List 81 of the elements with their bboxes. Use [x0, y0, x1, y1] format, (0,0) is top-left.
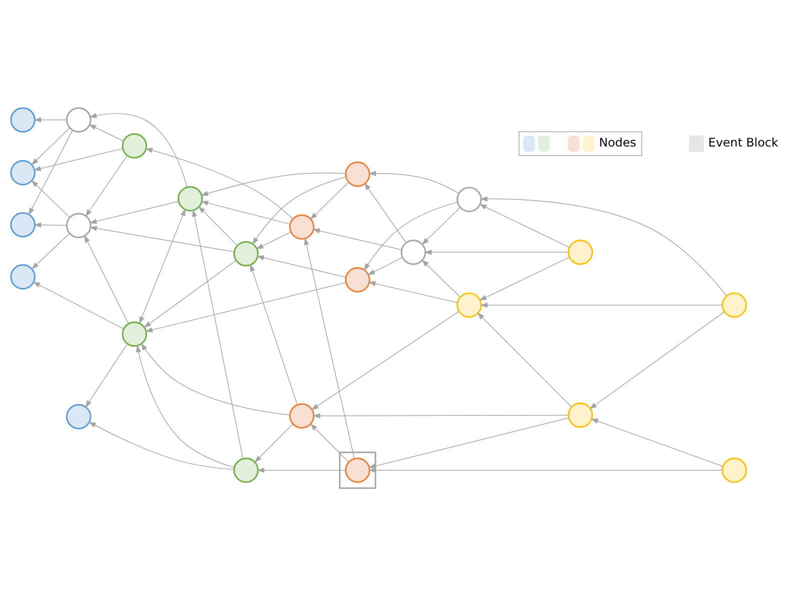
arrow	[368, 256, 403, 275]
arrow	[89, 200, 179, 224]
legend-label: Nodes	[598, 135, 636, 150]
node-circle	[10, 160, 36, 185]
arrow	[364, 201, 458, 270]
node-circle	[178, 186, 203, 211]
node-circle	[10, 264, 36, 289]
arrow	[311, 310, 460, 410]
arrow	[252, 176, 346, 244]
arrow	[368, 170, 459, 194]
arrow	[198, 206, 238, 246]
node-circle	[66, 404, 92, 429]
arrow	[145, 282, 346, 332]
node-circle	[233, 240, 259, 266]
arrow	[256, 254, 346, 278]
arrow	[34, 116, 68, 122]
arrow	[88, 124, 124, 141]
arrow	[590, 418, 724, 466]
node-circle	[456, 292, 482, 318]
arrow	[256, 467, 346, 472]
node-circle	[233, 457, 259, 482]
arrow	[136, 344, 235, 468]
node-circle	[344, 266, 370, 292]
node-circle	[400, 239, 426, 264]
arrow	[310, 422, 349, 462]
node-circle	[344, 161, 370, 186]
arrow	[479, 256, 570, 300]
arrow	[480, 302, 723, 308]
arrow	[254, 423, 294, 462]
arrow	[250, 263, 298, 405]
arrow	[28, 129, 73, 215]
node-circle	[10, 212, 36, 237]
node-circle	[10, 106, 36, 132]
arrow	[304, 237, 355, 458]
node-circle	[344, 457, 370, 482]
arrow	[89, 225, 235, 252]
arrow	[31, 232, 70, 269]
arrow	[31, 180, 70, 218]
arrow	[140, 342, 290, 415]
node-circle	[289, 402, 314, 428]
arrow	[200, 200, 290, 224]
arrow	[256, 231, 292, 249]
node-circle	[122, 320, 148, 346]
arrow	[85, 343, 128, 408]
node-circle	[66, 106, 92, 132]
arrow	[84, 234, 129, 324]
node-circle	[722, 457, 747, 482]
node-circle	[122, 132, 148, 158]
node-circle	[722, 292, 747, 318]
arrow	[422, 259, 461, 297]
arrow	[89, 112, 188, 187]
arrow	[312, 412, 569, 418]
arrow	[32, 281, 124, 329]
arrow	[480, 196, 727, 296]
arrow	[33, 148, 124, 171]
arrow	[145, 147, 294, 219]
node-circle	[456, 186, 482, 212]
node-circle	[568, 239, 594, 264]
legend-label: Event Block	[708, 135, 778, 150]
arrow	[310, 181, 349, 220]
arrow	[422, 206, 461, 244]
node-circle	[66, 212, 92, 238]
arrow	[368, 280, 458, 302]
arrow	[368, 417, 570, 468]
arrow	[144, 260, 236, 328]
arrow	[477, 312, 572, 407]
arrow	[589, 310, 725, 409]
arrow	[200, 172, 346, 196]
arrow	[368, 467, 723, 472]
node-circle	[289, 214, 314, 240]
node-circle	[568, 402, 594, 428]
arrow	[31, 127, 70, 165]
arrow	[424, 249, 569, 254]
arrow	[479, 203, 570, 248]
arrow	[192, 208, 244, 458]
arrow	[85, 154, 128, 216]
arrow	[88, 421, 234, 470]
arrow	[312, 228, 402, 250]
arrow	[364, 182, 406, 243]
arrow	[139, 208, 186, 324]
arrow	[34, 222, 68, 228]
